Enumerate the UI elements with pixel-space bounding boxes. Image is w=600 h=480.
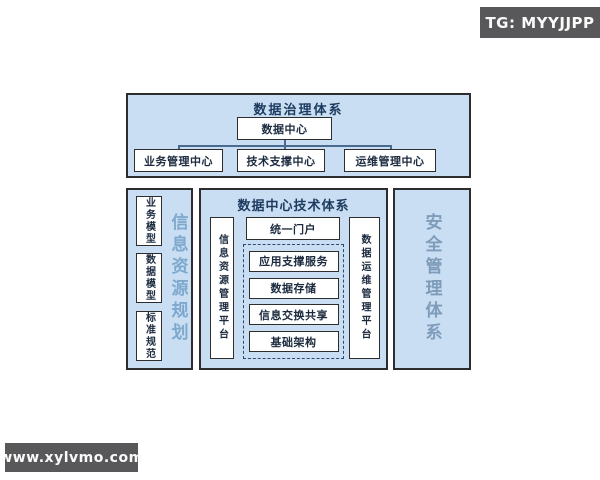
tech-module-group: 应用支撑服务 数据存储 信息交换共享 基础架构 (243, 244, 344, 359)
connector-stub (178, 145, 180, 150)
tg-watermark-badge: TG: MYYJJPP (480, 7, 600, 38)
data-model-box: 数据模型 (136, 253, 162, 303)
info-exchange-sharing-box: 信息交换共享 (248, 304, 339, 326)
unified-portal-box: 统一门户 (246, 217, 340, 240)
security-title-text: 安全管理体系 (421, 213, 442, 345)
planning-panel: 业务模型 数据模型 标准规范 信息资源规划 (126, 188, 193, 370)
tech-title: 数据中心技术体系 (237, 199, 350, 214)
governance-title: 数据治理体系 (253, 103, 344, 118)
data-center-box: 数据中心 (237, 117, 332, 140)
info-resource-mgmt-platform-box: 信息资源管理平台 (210, 217, 234, 359)
security-panel: 安全管理体系 (393, 188, 471, 370)
governance-panel: 数据治理体系 数据中心 业务管理中心 技术支撑中心 运维管理中心 (126, 93, 471, 178)
business-model-box: 业务模型 (136, 196, 162, 246)
tech-support-center-box: 技术支撑中心 (237, 149, 325, 172)
planning-title-text: 信息资源规划 (167, 213, 188, 345)
connector-stub (390, 145, 392, 150)
data-ops-mgmt-platform-box: 数据运维管理平台 (349, 217, 380, 359)
app-support-service-box: 应用支撑服务 (248, 250, 339, 272)
data-storage-box: 数据存储 (248, 277, 339, 299)
connector-riser (284, 140, 286, 146)
infrastructure-box: 基础架构 (248, 331, 339, 353)
business-mgmt-center-box: 业务管理中心 (134, 149, 223, 172)
ops-mgmt-center-box: 运维管理中心 (344, 149, 436, 172)
site-watermark-badge: www.xylvmo.com (0, 443, 143, 472)
standard-spec-box: 标准规范 (136, 311, 162, 361)
security-title: 安全管理体系 (395, 190, 469, 368)
tech-panel: 数据中心技术体系 信息资源管理平台 统一门户 应用支撑服务 数据存储 信息交换共… (199, 188, 388, 370)
planning-title: 信息资源规划 (164, 190, 192, 368)
connector-stub (284, 145, 286, 150)
